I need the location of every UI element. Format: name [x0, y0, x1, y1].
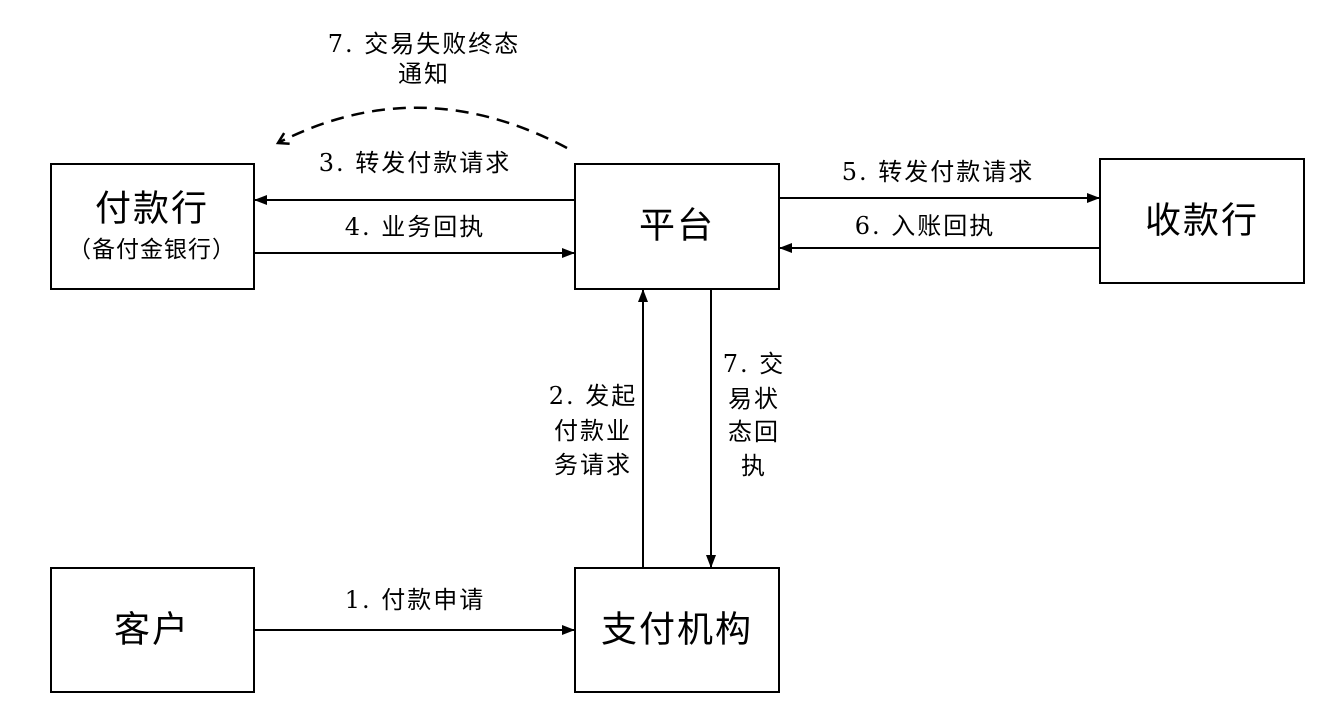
- payee-bank-box: [1099, 158, 1305, 284]
- edge-step7-failure-notice: 7. 交易失败终态 通知: [278, 30, 568, 150]
- edge-step6-credit-receipt: 6. 入账回执: [779, 212, 1100, 253]
- step7-failure-dashed-arrow: [278, 106, 568, 150]
- step2-label-line: 务请求: [554, 451, 632, 479]
- payment-institution-title: 支付机构: [601, 610, 753, 651]
- payer-bank-subtitle: （备付金银行）: [68, 237, 236, 263]
- step1-label: 1. 付款申请: [345, 586, 486, 614]
- step7-label-line: 态回: [728, 418, 780, 446]
- edge-step3-forward-to-payer-bank: 3. 转发付款请求: [254, 149, 575, 205]
- node-payer-bank: 付款行 （备付金银行）: [50, 163, 255, 290]
- step7-label-line: 执: [741, 452, 767, 480]
- edge-step1-payment-application: 1. 付款申请: [254, 586, 575, 635]
- step7-failure-label-line: 通知: [398, 60, 450, 88]
- step7-label-line: 易状: [728, 385, 780, 413]
- step6-label: 6. 入账回执: [855, 212, 996, 240]
- payer-bank-title: 付款行: [95, 189, 209, 230]
- edge-step5-forward-to-payee-bank: 5. 转发付款请求: [779, 158, 1100, 203]
- platform-title: 平台: [639, 206, 715, 247]
- payer-bank-box: [50, 163, 255, 290]
- step3-label: 3. 转发付款请求: [319, 149, 512, 177]
- step2-label-line: 付款业: [554, 417, 632, 445]
- step7-label-line: 7. 交: [723, 350, 786, 378]
- customer-title: 客户: [114, 610, 190, 651]
- node-payee-bank: 收款行: [1099, 158, 1305, 284]
- edge-step4-business-receipt: 4. 业务回执: [254, 213, 575, 258]
- platform-box: [574, 163, 780, 290]
- edge-step2-initiate-request: 2. 发起 付款业 务请求: [549, 289, 648, 568]
- node-payment-institution: 支付机构: [574, 567, 780, 693]
- payee-bank-title: 收款行: [1145, 201, 1259, 242]
- step7-failure-label-line: 7. 交易失败终态: [328, 30, 521, 58]
- edge-step7-status-receipt: 7. 交 易状 态回 执: [706, 289, 786, 568]
- step5-label: 5. 转发付款请求: [842, 158, 1035, 186]
- step4-label: 4. 业务回执: [345, 213, 486, 241]
- step2-label-line: 2. 发起: [549, 382, 638, 410]
- node-platform: 平台: [574, 163, 780, 290]
- node-customer: 客户: [50, 567, 255, 693]
